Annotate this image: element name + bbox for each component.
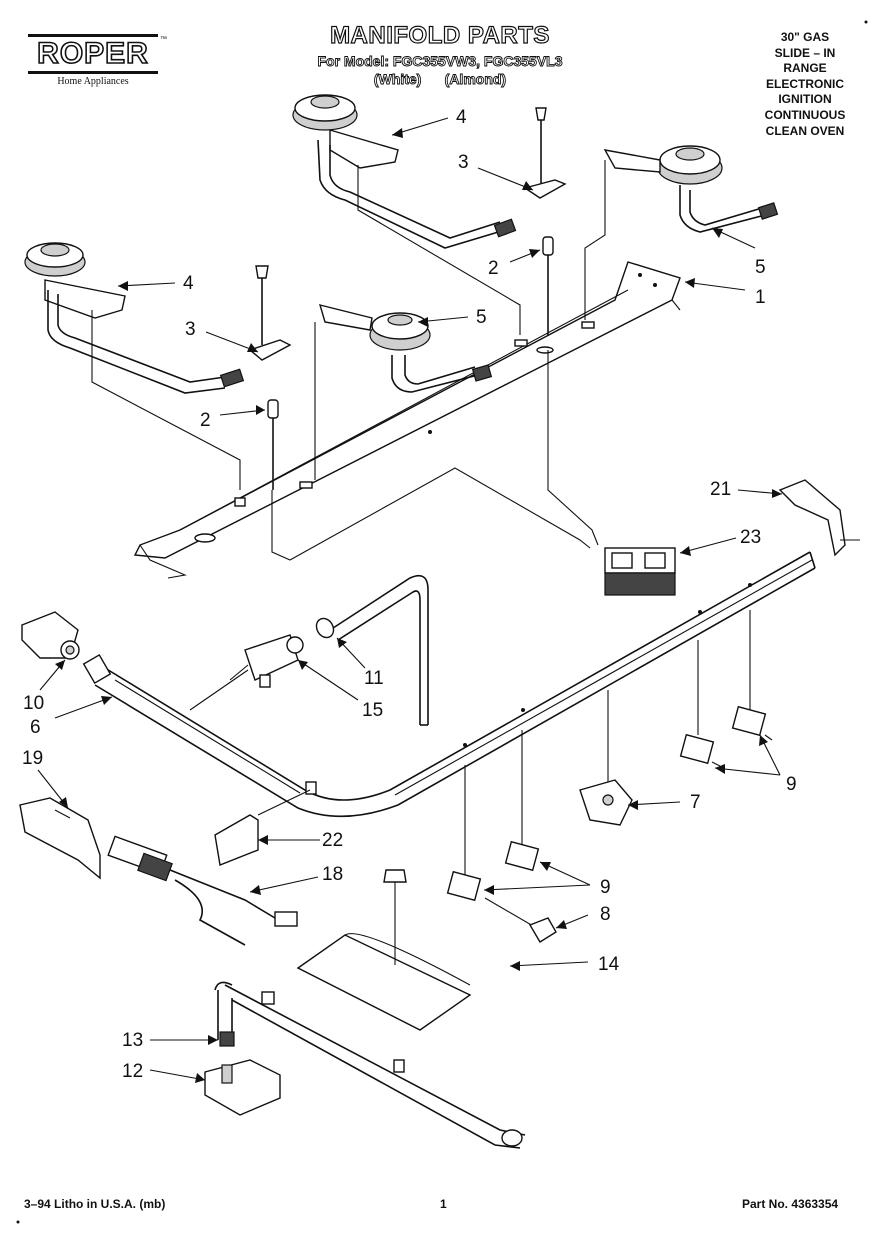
assembly-leader-lines: [91, 160, 606, 561]
brand-name: ROPER: [28, 34, 158, 74]
connector-pipe: [315, 574, 429, 726]
manifold-bracket-upper: [133, 261, 681, 579]
burner-assembly-right: [603, 145, 779, 233]
oven-thermostat: [579, 690, 633, 826]
page-title: MANIFOLD PARTS: [329, 21, 550, 49]
callout-label: 3: [185, 319, 196, 340]
callout-label: 23: [740, 527, 761, 548]
callout-label: 21: [710, 479, 731, 500]
electrode-upper: [542, 236, 554, 335]
callout-label: 5: [755, 257, 766, 278]
range-line: CLEAN OVEN: [765, 123, 845, 138]
shutoff-valve: [189, 634, 304, 711]
part-number: Part No. 4363354: [742, 1197, 839, 1211]
callout-label: 8: [600, 904, 611, 925]
callout-leaders: [37, 117, 783, 1083]
brand-tm: ™: [160, 36, 167, 43]
wire-harness: [107, 835, 298, 946]
range-line: CONTINUOUS: [764, 107, 846, 122]
broil-burner: [296, 869, 472, 1031]
callout-label: 4: [183, 273, 194, 294]
callout-numbers: 4 3 2 5 1 4 3 5 2 21 23 11 15 10 6 19 9 …: [22, 107, 797, 1082]
orifice-spud: [528, 917, 557, 943]
pressure-regulator: [21, 611, 80, 660]
burner-assembly-left: [24, 242, 245, 394]
burner-valve-center: [504, 730, 540, 872]
electrode-left: [267, 399, 279, 490]
callout-label: 19: [22, 748, 43, 769]
brand-logo: ROPER ™ Home Appliances: [28, 34, 167, 87]
callout-label: 6: [30, 717, 41, 738]
registration-marks: [16, 20, 868, 1224]
callout-label: 18: [322, 864, 343, 885]
range-line: RANGE: [783, 61, 827, 76]
range-line: IGNITION: [778, 92, 832, 107]
safety-valve-12: [204, 1059, 281, 1116]
screw-bracket-left: [248, 265, 292, 361]
callout-label: 4: [456, 107, 467, 128]
model-info: For Model: FGC355VW3, FGC355VL3 (White) …: [250, 52, 630, 88]
screw-bracket-upper: [523, 107, 567, 199]
model-line: For Model: FGC355VW3, FGC355VL3: [317, 53, 563, 70]
callout-label: 3: [458, 152, 469, 173]
callout-label: 13: [122, 1030, 143, 1051]
brand-subtitle: Home Appliances: [57, 76, 129, 87]
callout-label: 12: [122, 1061, 143, 1082]
support-bracket-22: [214, 789, 311, 866]
callout-label: 2: [488, 258, 499, 279]
callout-label: 7: [690, 792, 701, 813]
callout-label: 1: [755, 287, 766, 308]
burner-valve-right-upper: [731, 610, 773, 741]
burner-assembly-center: [318, 304, 493, 393]
callout-label: 11: [364, 668, 384, 689]
callout-label: 10: [23, 693, 44, 714]
callout-label: 9: [786, 774, 797, 795]
callout-label: 2: [200, 410, 211, 431]
callout-label: 9: [600, 877, 611, 898]
callout-label: 14: [598, 954, 620, 975]
range-line: ELECTRONIC: [766, 76, 844, 91]
range-line: SLIDE – IN: [774, 45, 836, 60]
callout-label: 15: [362, 700, 383, 721]
page-number: 1: [440, 1197, 447, 1211]
burner-assembly-rear-left: [292, 94, 517, 249]
range-line: 30" GAS: [780, 30, 830, 44]
callout-label: 22: [322, 830, 343, 851]
oven-burner-pipe: [214, 981, 526, 1149]
litho-note: 3–94 Litho in U.S.A. (mb): [24, 1197, 166, 1211]
callout-label: 5: [476, 307, 487, 328]
color-line: (White) (Almond): [373, 71, 507, 88]
range-description: 30" GAS SLIDE – IN RANGE ELECTRONIC IGNI…: [745, 30, 865, 139]
main-manifold-pipe: [82, 551, 816, 818]
pipe-connector-13: [219, 1031, 235, 1047]
spark-module: [604, 547, 676, 596]
burner-valve-right-lower: [679, 640, 721, 767]
mounting-bracket-21: [778, 479, 860, 557]
oven-igniter: [19, 797, 101, 880]
